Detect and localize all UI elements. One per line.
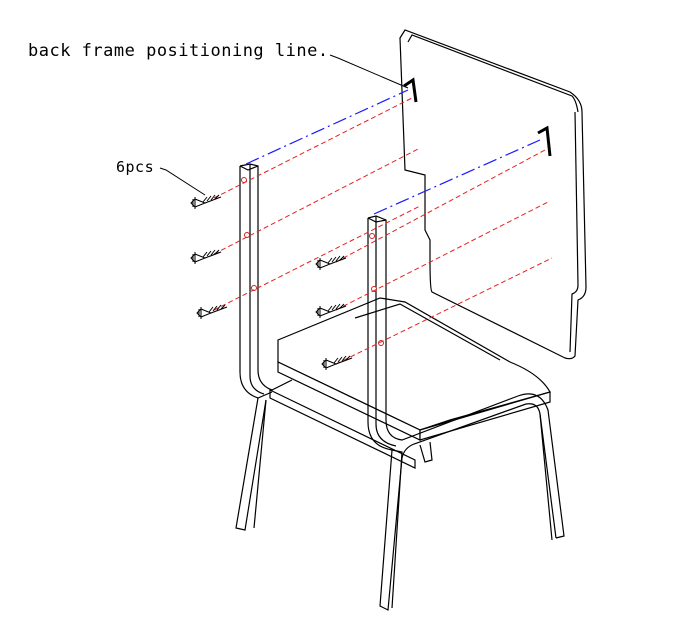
screw-count-label: 6pcs <box>116 158 155 176</box>
left-frame <box>235 163 293 531</box>
screw-paths <box>213 97 553 365</box>
seat <box>277 297 551 463</box>
back-panel <box>399 29 587 360</box>
back-frame-positioning-line-label: back frame positioning line. <box>28 41 329 61</box>
leader-lines <box>159 54 409 196</box>
corner-marker-icon <box>403 77 552 157</box>
cross-bar <box>269 389 416 469</box>
right-frame <box>367 215 565 611</box>
positioning-lines <box>245 89 541 215</box>
